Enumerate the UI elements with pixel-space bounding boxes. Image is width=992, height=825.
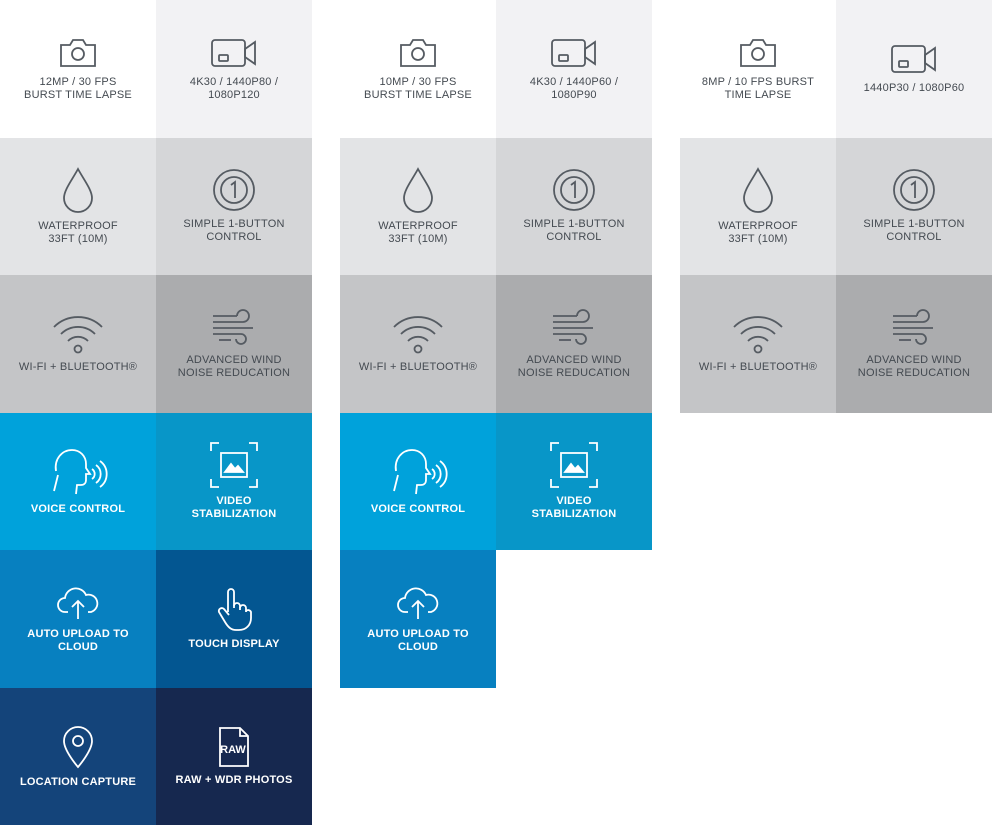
camera-icon (740, 38, 776, 67)
feature-label: AUTO UPLOAD TO CLOUD (367, 627, 469, 653)
feature-label: SIMPLE 1-BUTTON CONTROL (863, 218, 965, 244)
feature-label: ADVANCED WIND NOISE REDUCATION (177, 353, 291, 379)
feature-label: 12MP / 30 FPS BURST TIME LAPSE (24, 75, 132, 101)
feature-label: 10MP / 30 FPS BURST TIME LAPSE (364, 75, 472, 101)
feature-label: ADVANCED WIND NOISE REDUCATION (517, 353, 631, 379)
one-button-icon (553, 169, 595, 212)
wifi-icon (53, 316, 103, 354)
feature-tile-wind: ADVANCED WIND NOISE REDUCATION (836, 275, 992, 413)
wind-icon (893, 308, 933, 345)
water-drop-icon (63, 167, 93, 214)
feature-label: LOCATION CAPTURE (19, 775, 137, 788)
feature-tile-video: 1440P30 / 1080P60 (836, 0, 992, 138)
feature-tile-raw: RAW RAW + WDR PHOTOS (156, 687, 312, 825)
feature-label: 4K30 / 1440P60 / 1080P90 (529, 75, 619, 101)
one-button-icon (213, 169, 255, 212)
feature-label: RAW + WDR PHOTOS (175, 773, 293, 786)
feature-label: VIDEO STABILIZATION (191, 495, 277, 521)
feature-label: VOICE CONTROL (370, 502, 466, 515)
feature-tile-voice: VOICE CONTROL (0, 412, 156, 550)
wifi-icon (393, 316, 443, 354)
feature-tile-stabilization: VIDEO STABILIZATION (496, 412, 652, 550)
water-drop-icon (743, 167, 773, 214)
feature-label: 8MP / 10 FPS BURST TIME LAPSE (701, 75, 815, 101)
feature-tile-wifi: WI-FI + BLUETOOTH® (340, 275, 496, 413)
feature-tile-cloud: AUTO UPLOAD TO CLOUD (340, 550, 496, 688)
feature-label: AUTO UPLOAD TO CLOUD (27, 627, 129, 653)
feature-tile-stabilization: VIDEO STABILIZATION (156, 412, 312, 550)
wifi-icon (733, 316, 783, 354)
feature-label: VIDEO STABILIZATION (531, 495, 617, 521)
feature-tile-wind: ADVANCED WIND NOISE REDUCATION (156, 275, 312, 413)
location-pin-icon (63, 725, 93, 769)
feature-label: VOICE CONTROL (30, 502, 126, 515)
wind-icon (553, 308, 593, 345)
voice-icon (393, 448, 448, 494)
wind-icon (213, 308, 253, 345)
feature-tile-one-button: SIMPLE 1-BUTTON CONTROL (836, 137, 992, 275)
camera-icon (400, 38, 436, 67)
feature-label: WI-FI + BLUETOOTH® (698, 361, 818, 374)
feature-label: 1440P30 / 1080P60 (863, 82, 965, 95)
feature-tile-one-button: SIMPLE 1-BUTTON CONTROL (496, 137, 652, 275)
feature-tile-wind: ADVANCED WIND NOISE REDUCATION (496, 275, 652, 413)
feature-tile-waterproof: WATERPROOF 33FT (10M) (0, 137, 156, 275)
feature-tile-photo: 12MP / 30 FPS BURST TIME LAPSE (0, 0, 156, 138)
feature-label: TOUCH DISPLAY (188, 638, 280, 651)
cloud-upload-icon (397, 587, 439, 619)
feature-label: 4K30 / 1440P80 / 1080P120 (189, 75, 279, 101)
cloud-upload-icon (57, 587, 99, 619)
touch-icon (217, 588, 252, 632)
feature-label: WI-FI + BLUETOOTH® (358, 361, 478, 374)
video-camera-icon (551, 38, 596, 67)
voice-icon (53, 448, 108, 494)
feature-tile-video: 4K30 / 1440P80 / 1080P120 (156, 0, 312, 138)
feature-tile-waterproof: WATERPROOF 33FT (10M) (680, 137, 836, 275)
feature-tile-touch: TOUCH DISPLAY (156, 550, 312, 688)
feature-tile-photo: 10MP / 30 FPS BURST TIME LAPSE (340, 0, 496, 138)
feature-tile-location: LOCATION CAPTURE (0, 687, 156, 825)
feature-label: ADVANCED WIND NOISE REDUCATION (857, 353, 971, 379)
video-camera-icon (211, 38, 256, 67)
stabilization-icon (210, 442, 258, 489)
feature-tile-wifi: WI-FI + BLUETOOTH® (680, 275, 836, 413)
feature-tile-voice: VOICE CONTROL (340, 412, 496, 550)
one-button-icon (893, 169, 935, 212)
raw-icon-text: RAW (220, 744, 246, 756)
feature-label: WATERPROOF 33FT (10M) (718, 220, 798, 246)
feature-label: WI-FI + BLUETOOTH® (18, 361, 138, 374)
feature-tile-one-button: SIMPLE 1-BUTTON CONTROL (156, 137, 312, 275)
feature-label: SIMPLE 1-BUTTON CONTROL (523, 218, 625, 244)
feature-label: WATERPROOF 33FT (10M) (38, 220, 118, 246)
feature-tile-waterproof: WATERPROOF 33FT (10M) (340, 137, 496, 275)
feature-tile-photo: 8MP / 10 FPS BURST TIME LAPSE (680, 0, 836, 138)
stabilization-icon (550, 442, 598, 489)
feature-tile-wifi: WI-FI + BLUETOOTH® (0, 275, 156, 413)
video-camera-icon (891, 45, 936, 74)
camera-icon (60, 38, 96, 67)
feature-tile-video: 4K30 / 1440P60 / 1080P90 (496, 0, 652, 138)
water-drop-icon (403, 167, 433, 214)
feature-tile-cloud: AUTO UPLOAD TO CLOUD (0, 550, 156, 688)
feature-label: WATERPROOF 33FT (10M) (378, 220, 458, 246)
feature-label: SIMPLE 1-BUTTON CONTROL (183, 218, 285, 244)
raw-file-icon: RAW (219, 726, 249, 767)
